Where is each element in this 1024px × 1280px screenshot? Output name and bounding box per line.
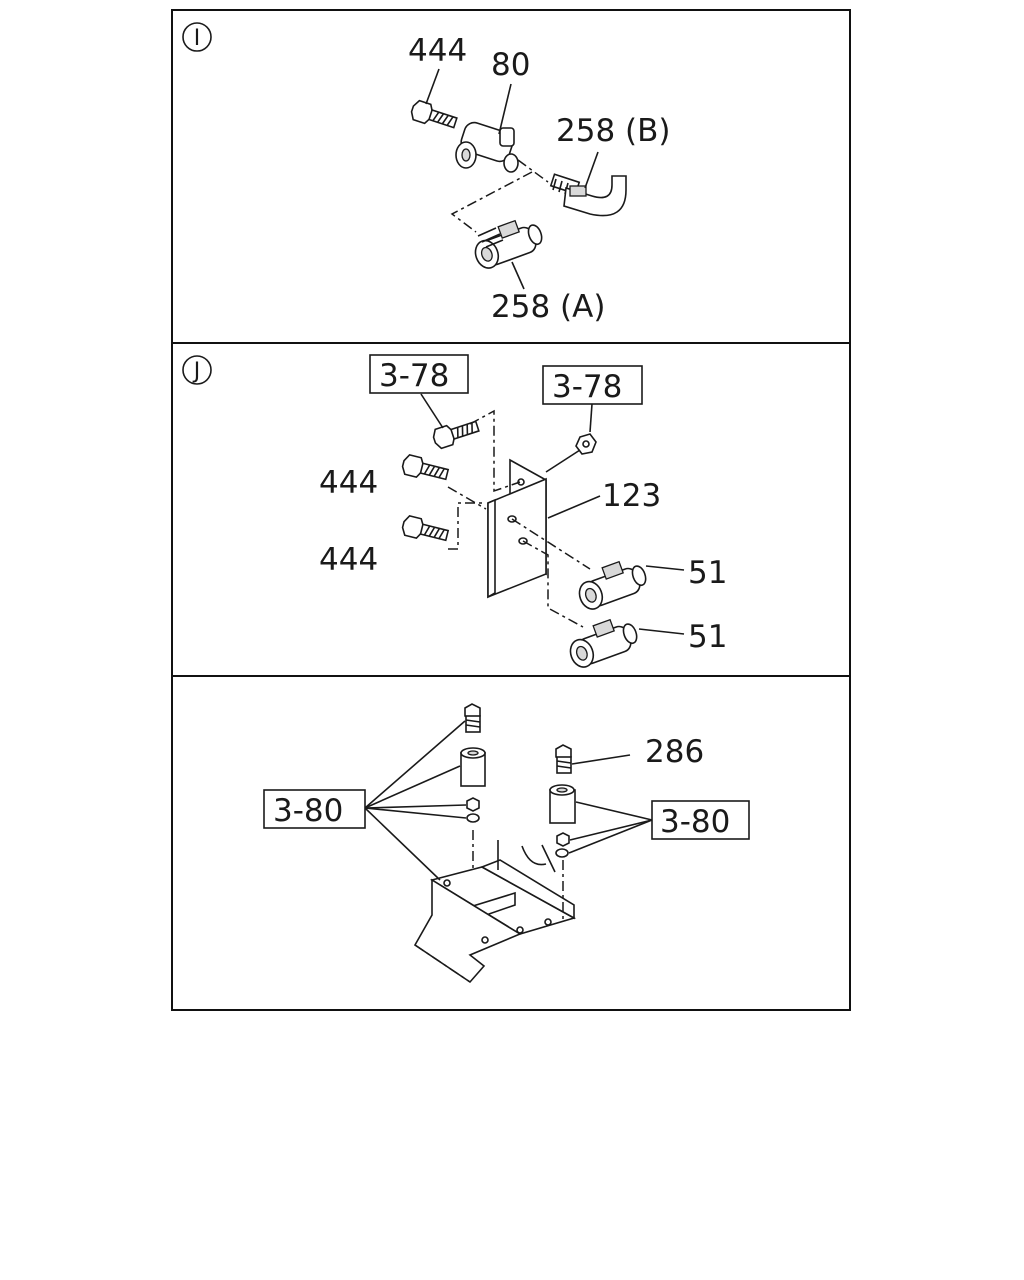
panel-bottom: 3-80 3-80 286 (263, 703, 750, 984)
centerline-j-5 (522, 540, 584, 628)
leader-3-78-right (589, 403, 593, 433)
spacer-right (549, 784, 576, 824)
ref-box-3-78-left (369, 354, 469, 394)
washer-left (466, 813, 480, 823)
centerline-i-2 (450, 171, 533, 233)
ref-box-3-78-right (542, 365, 643, 405)
leader-258a (511, 261, 525, 290)
leader-123 (547, 495, 601, 519)
callout-80: 80 (491, 47, 530, 83)
callout-3-80-left: 3-80 (273, 793, 343, 829)
centerline-j-3 (448, 502, 486, 550)
nut-3-78 (575, 433, 597, 455)
connector-51-lower (563, 612, 642, 672)
leader-258b (584, 151, 599, 189)
panel-i-badge-label: I (194, 26, 201, 51)
callout-123: 123 (602, 478, 661, 514)
callout-3-80-right: 3-80 (660, 804, 730, 840)
leader-51-lower (638, 628, 685, 635)
centerline-j-1 (469, 409, 521, 493)
bracket-123 (487, 458, 547, 599)
bolt-444-lower (400, 514, 451, 546)
callout-444-lower: 444 (319, 542, 378, 578)
nut-right (556, 832, 570, 847)
callout-444-upper: 444 (319, 465, 378, 501)
leader-3-80-left-e (364, 807, 441, 881)
leader-3-80-left-c (364, 804, 467, 809)
tee-fitting-80 (455, 121, 519, 173)
mounting-bracket (413, 840, 577, 984)
thread-258a (477, 227, 504, 248)
leader-3-80-right-b (569, 819, 653, 841)
callout-3-78-left: 3-78 (379, 358, 449, 394)
leader-3-80-right-c (568, 819, 653, 854)
centerline-i-1 (517, 159, 549, 183)
elbow-fitting-258b (549, 173, 627, 217)
callout-258a: 258 (A) (491, 289, 605, 325)
plug-286 (555, 744, 572, 774)
callout-3-78-right: 3-78 (552, 369, 622, 405)
callout-258b: 258 (B) (556, 113, 670, 149)
bolt-444-i (408, 98, 460, 134)
plug-left (464, 703, 481, 733)
bolt-444-upper (400, 453, 451, 485)
centerline-j-4 (511, 518, 591, 570)
leader-444-i (425, 68, 440, 105)
leader-3-80-left-a (364, 720, 466, 809)
leader-3-80-left-d (364, 807, 467, 819)
panel-j-badge-label: J (192, 359, 201, 384)
panel-i-badge (182, 22, 212, 52)
callout-51-upper: 51 (688, 555, 727, 591)
leader-3-80-left-b (364, 765, 461, 809)
connector-51-upper (572, 554, 651, 614)
panel-i: I 444 80 258 (B) 258 (A) (182, 22, 670, 325)
panel-j: J 3-78 3-78 444 444 (182, 354, 727, 672)
callout-444-i: 444 (408, 33, 467, 69)
diagram-frame (171, 9, 851, 1011)
washer-right (555, 848, 569, 858)
panel-j-badge (182, 355, 212, 385)
spacer-left (460, 747, 486, 787)
leader-286 (571, 754, 631, 765)
nut-left (466, 797, 480, 812)
leader-80 (498, 83, 512, 135)
callout-286: 286 (645, 734, 704, 770)
nut-3-78-hole (582, 440, 590, 448)
leader-3-78-left (420, 393, 444, 429)
leader-3-78-nut (545, 449, 581, 473)
centerline-j-2 (447, 486, 487, 510)
connector-258a (468, 213, 547, 273)
leader-3-80-right-a (575, 801, 653, 821)
leader-51-upper (645, 565, 685, 571)
callout-51-lower: 51 (688, 619, 727, 655)
